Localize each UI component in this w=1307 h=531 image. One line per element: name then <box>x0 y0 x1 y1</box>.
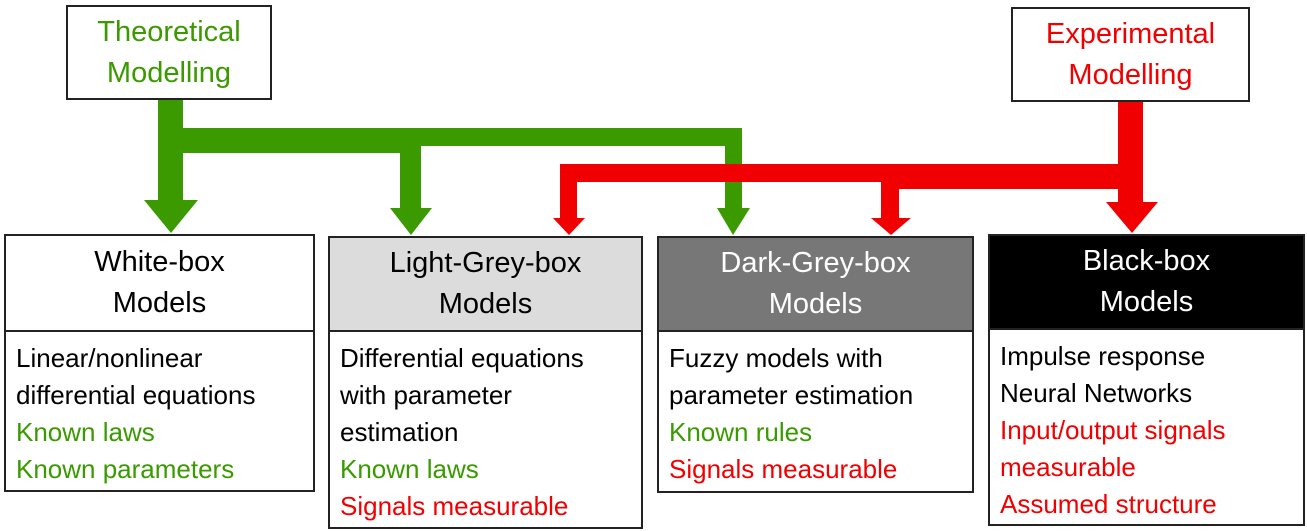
title: Models <box>112 287 207 319</box>
line: measurable <box>1000 452 1136 482</box>
red-branch <box>881 164 1120 189</box>
arrow-head-dark-grey <box>717 208 750 235</box>
title: Dark-Grey-box <box>720 247 911 279</box>
title: Black-box <box>1082 245 1211 277</box>
arrow-head-light-grey <box>553 218 585 235</box>
theoretical-arrows <box>144 100 750 235</box>
green-drop <box>400 128 421 209</box>
title: Models <box>1099 286 1194 318</box>
black-box-body: Impulse response Neural Networks Input/o… <box>988 328 1305 526</box>
line: Known laws <box>340 454 479 484</box>
line: Neural Networks <box>1000 378 1193 408</box>
green-branch <box>183 128 421 153</box>
green-branch <box>421 128 742 146</box>
label: Experimental <box>1045 17 1216 50</box>
theoretical-modelling-box: Theoretical Modelling <box>66 5 272 100</box>
red-drop <box>560 164 577 220</box>
experimental-modelling-box: Experimental Modelling <box>1011 7 1250 102</box>
line: Differential equations <box>340 343 584 373</box>
red-drop <box>881 164 899 220</box>
line: Signals measurable <box>340 491 569 521</box>
experimental-arrows <box>553 102 1158 235</box>
red-trunk <box>1118 102 1143 203</box>
line: Known parameters <box>16 454 235 484</box>
black-box-header: Black-box Models <box>988 234 1305 330</box>
line: Assumed structure <box>1000 489 1217 519</box>
white-box-header: White-box Models <box>4 234 315 332</box>
line: with parameter <box>340 380 512 410</box>
line: Known laws <box>16 417 155 447</box>
label: Theoretical <box>97 15 241 48</box>
line: estimation <box>340 417 459 447</box>
green-trunk <box>158 100 183 201</box>
line: Signals measurable <box>669 454 898 484</box>
title: White-box <box>94 246 225 278</box>
label: Modelling <box>106 56 232 89</box>
arrow-head-light-grey <box>390 208 432 235</box>
line: parameter estimation <box>669 380 914 410</box>
arrow-head-white-box <box>144 200 198 233</box>
line: Fuzzy models with <box>669 343 883 373</box>
white-box-body: Linear/nonlinear differential equations … <box>4 330 315 492</box>
line: Input/output signals <box>1000 415 1226 445</box>
light-grey-box-header: Light-Grey-box Models <box>328 236 643 332</box>
dark-grey-box-body: Fuzzy models with parameter estimation K… <box>657 330 974 493</box>
light-grey-box-body: Differential equations with parameter es… <box>328 330 643 529</box>
line: Impulse response <box>1000 341 1206 371</box>
line: Linear/nonlinear <box>16 343 203 373</box>
line: differential equations <box>16 380 256 410</box>
label: Modelling <box>1068 58 1193 91</box>
arrow-head-black-box <box>1106 202 1158 233</box>
title: Light-Grey-box <box>389 247 582 279</box>
title: Models <box>768 288 863 320</box>
title: Models <box>438 288 533 320</box>
line: Known rules <box>669 417 813 447</box>
arrow-head-dark-grey <box>871 218 911 235</box>
dark-grey-box-header: Dark-Grey-box Models <box>657 236 974 332</box>
